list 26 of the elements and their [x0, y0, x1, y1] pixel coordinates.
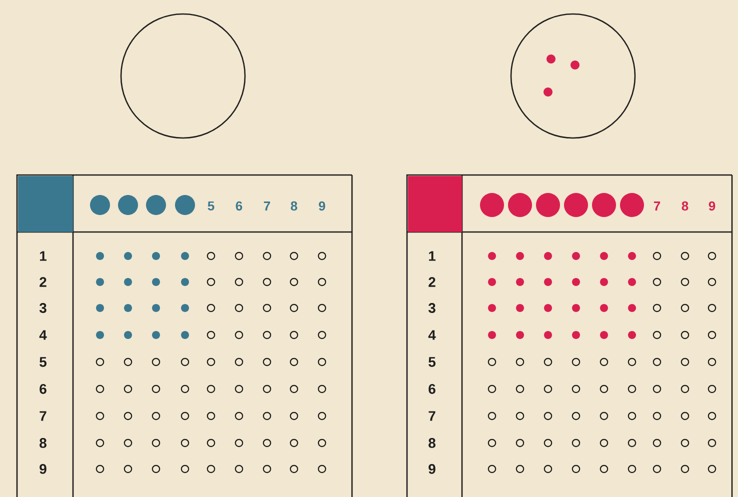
number-label: 9 [318, 201, 326, 211]
number-label: 9 [708, 201, 716, 211]
row-number: 4 [428, 330, 436, 340]
row-number: 2 [40, 277, 46, 287]
row-number: 8 [428, 438, 436, 448]
row-number: 9 [428, 464, 436, 474]
row-number: 7 [428, 411, 436, 421]
row-number: 5 [428, 357, 436, 367]
row-number: 6 [428, 384, 436, 394]
row-number: 2 [428, 277, 436, 287]
row-number: 4 [39, 330, 47, 340]
row-number: 1 [429, 251, 436, 261]
number-label: 6 [236, 201, 242, 211]
row-number: 1 [40, 251, 46, 261]
number-label: 5 [208, 201, 214, 210]
number-label: 8 [290, 201, 298, 211]
row-number: 9 [40, 464, 46, 474]
row-number: 3 [39, 303, 46, 313]
row-number: 5 [40, 357, 46, 367]
row-number: 8 [40, 438, 46, 448]
number-label: 7 [654, 202, 660, 210]
row-number: 3 [428, 303, 436, 313]
number-label: 7 [264, 202, 270, 210]
row-number: 6 [40, 384, 46, 394]
number-label: 8 [682, 201, 688, 211]
row-number: 7 [40, 411, 46, 421]
